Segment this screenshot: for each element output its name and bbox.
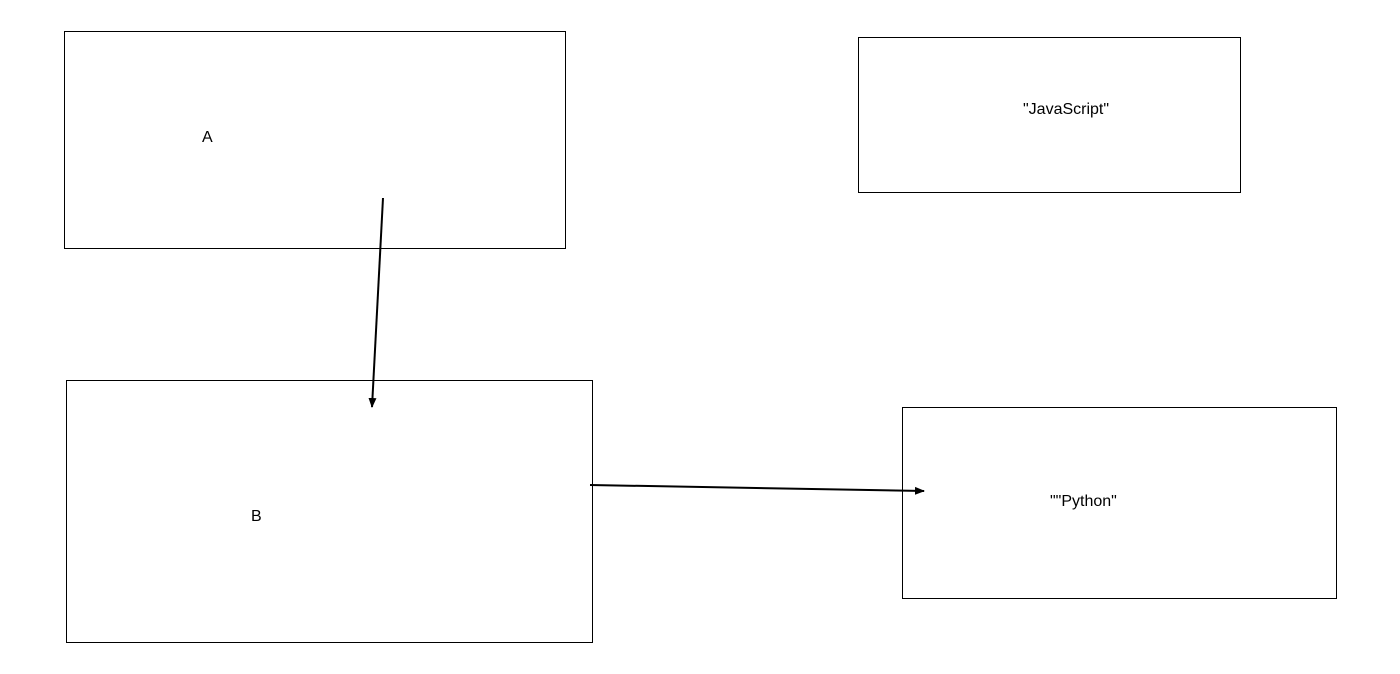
node-b-label: B [251,508,262,525]
node-a-label: A [202,129,213,146]
node-python-label: ""Python" [1050,493,1117,510]
node-javascript-box: "JavaScript" [858,37,1241,193]
node-a-box: A [64,31,566,249]
node-python-box: ""Python" [902,407,1337,599]
arrow-b-to-python [589,484,925,495]
node-javascript-label: "JavaScript" [1023,101,1110,118]
node-b-box: B [66,380,593,643]
